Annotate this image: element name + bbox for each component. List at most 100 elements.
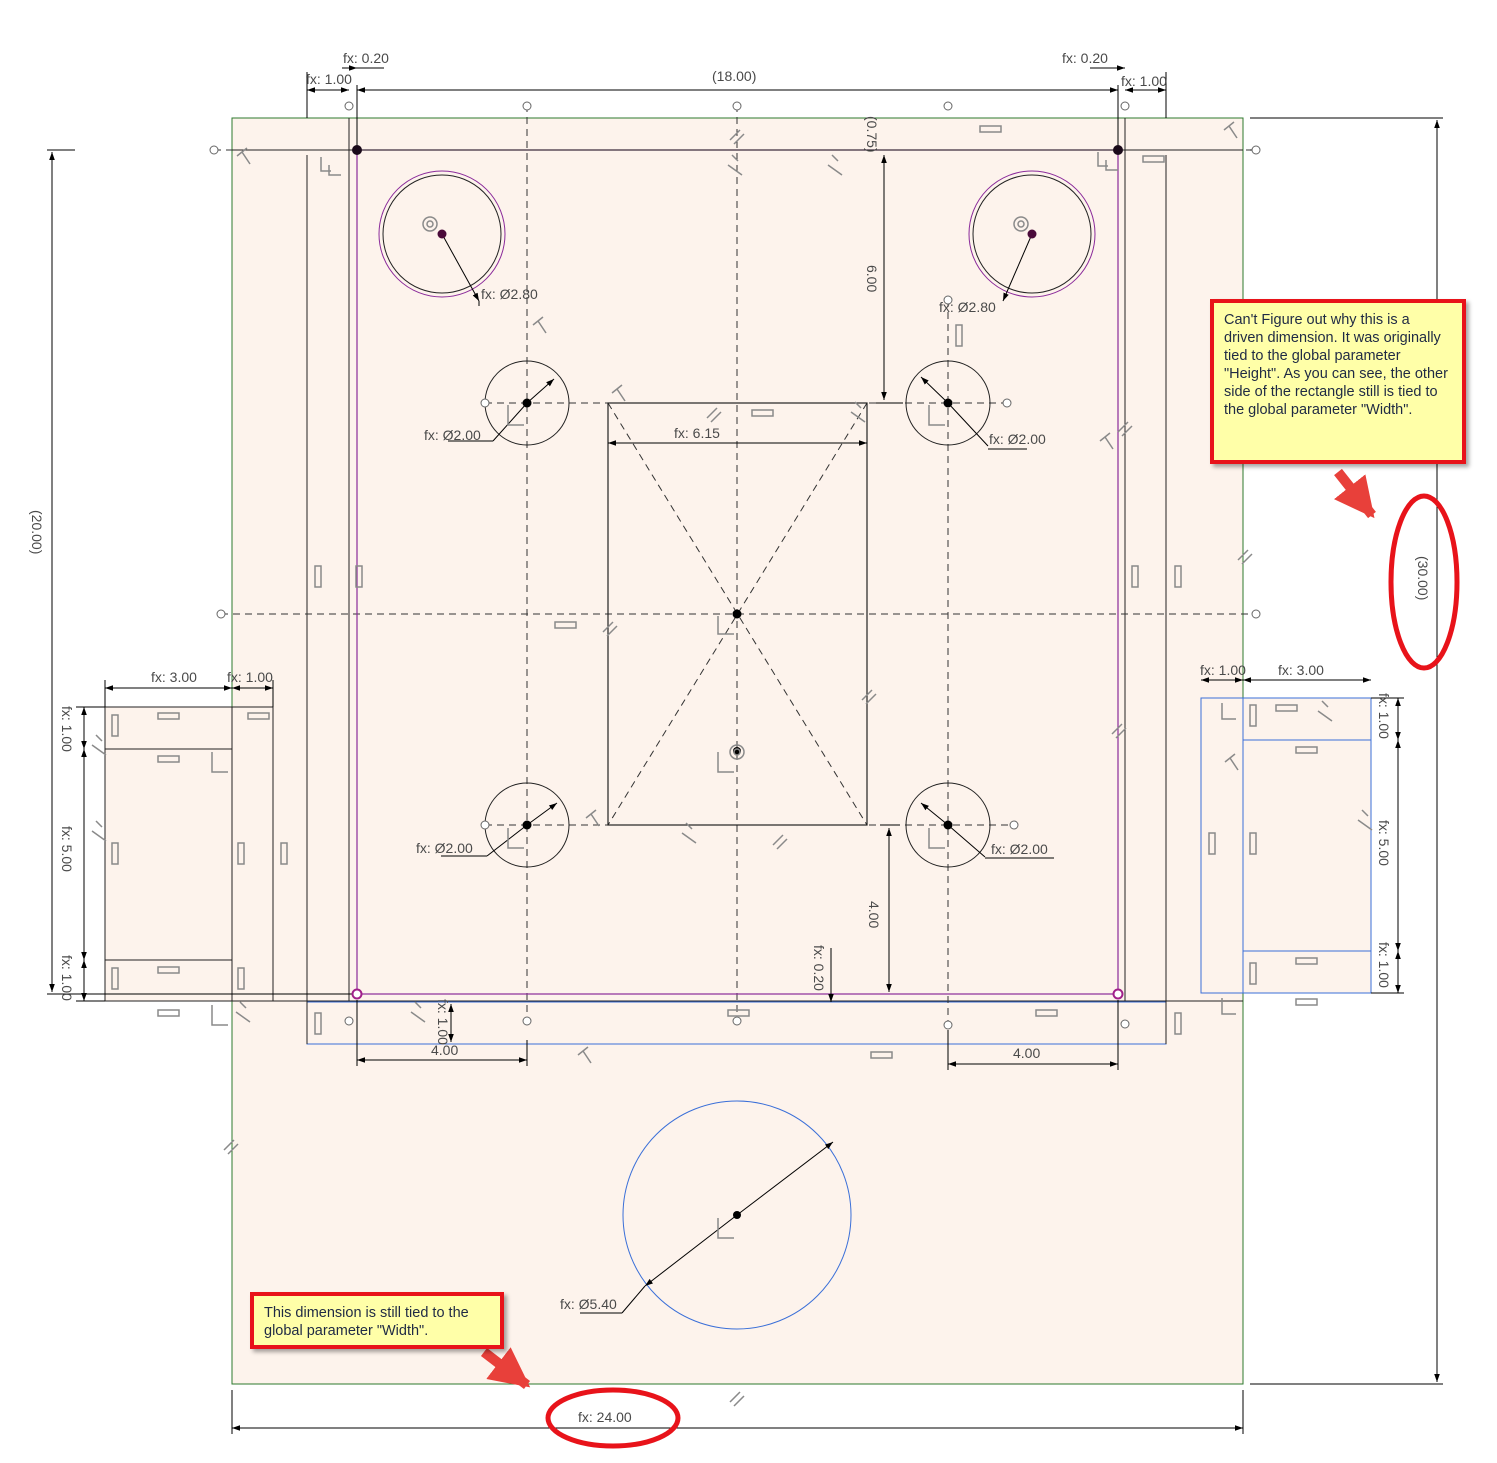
fix-icon [157, 966, 180, 974]
dim-hole-top-right[interactable]: fx: Ø2.80 [939, 299, 996, 315]
sketch-points[interactable] [209, 101, 1261, 1219]
fix-icon [1142, 155, 1165, 163]
dim-bottom-strip[interactable]: fx: 1.00 [435, 999, 451, 1045]
right-tab-outer[interactable] [1200, 697, 1372, 994]
callout-arrow-height [1333, 468, 1376, 519]
dim-right-tab-margin[interactable]: fx: 1.00 [1200, 662, 1246, 678]
dim-center-rect-width[interactable]: fx: 6.15 [674, 425, 720, 441]
vertical-icon [1174, 1012, 1182, 1035]
dim-left-tab-top[interactable]: fx: 1.00 [59, 706, 75, 752]
vertical-icon [1174, 565, 1182, 588]
dim-hole-mid-lower-left[interactable]: fx: Ø2.00 [416, 840, 473, 856]
dim-big-hole[interactable]: fx: Ø5.40 [560, 1296, 617, 1312]
fix-icon [1275, 704, 1298, 712]
parallel-icon [729, 1391, 745, 1407]
coincident-icon [717, 1218, 734, 1239]
dim-right-tab-bottom[interactable]: fx: 1.00 [1376, 942, 1392, 988]
dim-right-tab-top[interactable]: fx: 1.00 [1376, 693, 1392, 739]
hole-top-right[interactable] [968, 170, 1096, 298]
constraint-glyphs [91, 121, 1373, 1407]
center-rectangle[interactable] [607, 402, 868, 826]
coincident-icon [928, 828, 945, 849]
dim-bottom-left-4[interactable]: 4.00 [431, 1042, 458, 1058]
perpendicular-icon [1099, 432, 1114, 450]
vertical-icon [237, 842, 245, 865]
parallel-icon [1237, 549, 1253, 565]
dim-hole-mid-upper-left[interactable]: fx: Ø2.00 [424, 427, 481, 443]
dim-left-tab-mid[interactable]: fx: 5.00 [59, 826, 75, 872]
concentric-icon [729, 744, 745, 760]
dim-overall-width[interactable]: fx: 24.00 [578, 1409, 632, 1425]
midpoint-icon [850, 401, 866, 423]
fix-icon [247, 712, 270, 720]
concentric-icon [422, 216, 438, 232]
left-tab-outer[interactable] [104, 706, 274, 1002]
coincident-icon [928, 405, 945, 426]
coincident-icon [211, 752, 228, 773]
vertical-icon [1249, 832, 1257, 855]
midpoint-icon [827, 154, 843, 176]
dim-vert-4[interactable]: 4.00 [866, 901, 882, 928]
vertical-icon [111, 714, 119, 737]
parallel-icon [706, 407, 722, 423]
dim-right-tab-width[interactable]: fx: 3.00 [1278, 662, 1324, 678]
fix-icon [554, 621, 577, 629]
dim-left-tab-margin[interactable]: fx: 1.00 [227, 669, 273, 685]
parallel-icon [223, 1139, 239, 1155]
parallel-icon [772, 834, 788, 850]
perpendicular-icon [577, 1046, 592, 1064]
coincident-icon [1221, 703, 1236, 720]
dim-top-gap-driven[interactable]: (0.75) [864, 116, 880, 153]
diameter-leaders [441, 233, 1054, 1314]
dim-hole-top-left[interactable]: fx: Ø2.80 [481, 286, 538, 302]
dim-top-left-offset[interactable]: fx: 0.20 [343, 50, 389, 66]
coincident-icon [507, 405, 524, 426]
dim-hole-mid-lower-right[interactable]: fx: Ø2.00 [991, 841, 1048, 857]
fix-icon [727, 1009, 750, 1017]
dim-top-left-margin[interactable]: fx: 1.00 [306, 71, 352, 87]
hole-top-left[interactable] [378, 170, 506, 298]
hole-mid-upper-right[interactable] [905, 360, 991, 446]
midpoint-icon [410, 1001, 426, 1023]
highlight-ring-width [545, 1387, 681, 1449]
vertical-icon [955, 324, 963, 347]
dim-right-height-driven[interactable]: (30.00) [1415, 556, 1431, 600]
vertical-icon [237, 967, 245, 990]
dim-top-right-margin[interactable]: fx: 1.00 [1121, 73, 1167, 89]
midpoint-icon [1317, 700, 1333, 722]
fix-icon [157, 755, 180, 763]
hole-mid-lower-right[interactable] [905, 782, 991, 868]
coincident-icon [211, 1005, 228, 1026]
fix-icon [979, 125, 1002, 133]
dim-vert-6[interactable]: 6.00 [864, 265, 880, 292]
fix-icon [870, 1051, 893, 1059]
dim-bottom-right-4[interactable]: 4.00 [1013, 1045, 1040, 1061]
dim-top-span-driven[interactable]: (18.00) [712, 68, 756, 84]
highlight-ring-height [1388, 493, 1460, 671]
fix-icon [157, 712, 180, 720]
dim-bottom-offset[interactable]: fx: 0.20 [811, 945, 827, 991]
dim-hole-mid-upper-right[interactable]: fx: Ø2.00 [989, 431, 1046, 447]
fix-icon [1295, 998, 1318, 1006]
vertical-icon [355, 565, 363, 588]
perpendicular-icon [236, 147, 251, 165]
coincident-icon [507, 828, 524, 849]
midpoint-icon [235, 1001, 251, 1023]
callout-arrow-width [480, 1347, 531, 1389]
midpoint-icon [91, 734, 107, 756]
dim-left-height-driven[interactable]: (20.00) [29, 510, 45, 554]
vertical-icon [1249, 704, 1257, 727]
hole-large-bottom[interactable] [622, 1100, 852, 1330]
vertical-icon [314, 1012, 322, 1035]
dim-right-tab-mid[interactable]: fx: 5.00 [1376, 820, 1392, 866]
midpoint-icon [681, 822, 697, 844]
dim-left-tab-width[interactable]: fx: 3.00 [151, 669, 197, 685]
perpendicular-icon [585, 809, 600, 827]
linear-dimensions [47, 65, 1443, 1434]
parallel-icon [1117, 421, 1133, 437]
parallel-icon [861, 689, 877, 705]
dim-left-tab-bottom[interactable]: fx: 1.00 [59, 955, 75, 1001]
dim-top-right-offset[interactable]: fx: 0.20 [1062, 50, 1108, 66]
coincident-icon [320, 157, 341, 176]
